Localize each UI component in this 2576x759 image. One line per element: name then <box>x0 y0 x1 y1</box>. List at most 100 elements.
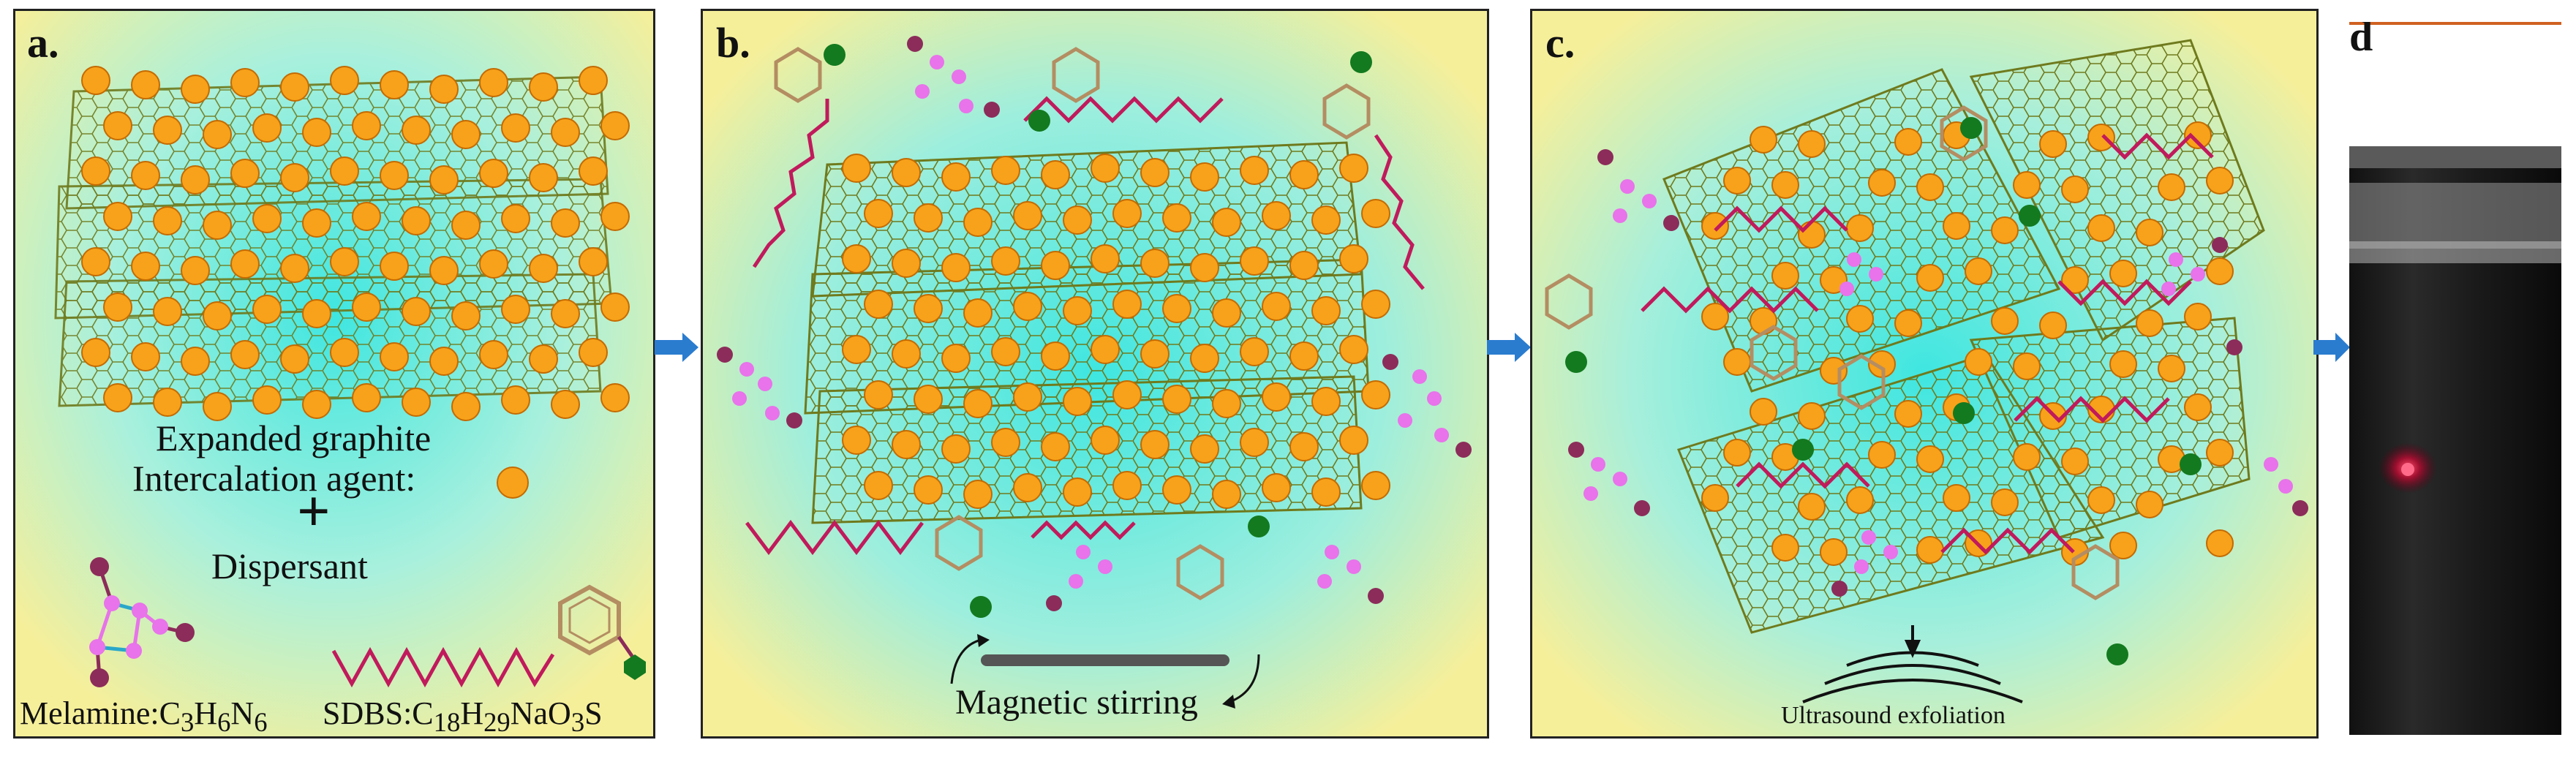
orange-dot <box>1894 400 1922 428</box>
orange-dot <box>280 72 309 102</box>
orange-dot <box>153 388 182 417</box>
orange-dot <box>1041 432 1070 461</box>
orange-dot <box>864 290 893 319</box>
orange-dot <box>2087 124 2115 151</box>
intercalation-dots <box>842 154 1390 509</box>
orange-dot <box>479 340 508 369</box>
orange-dot <box>330 338 359 367</box>
orange-dot <box>529 344 558 374</box>
orange-dot <box>529 254 558 283</box>
orange-dot <box>2184 393 2212 421</box>
orange-dot <box>330 156 359 186</box>
orange-dot <box>501 295 530 324</box>
panel-d: d <box>2349 22 2561 735</box>
orange-dot <box>892 249 921 278</box>
orange-dot <box>963 208 993 237</box>
orange-dot <box>1916 173 1944 201</box>
orange-dot <box>2109 260 2137 287</box>
orange-dot <box>1868 169 1896 197</box>
panel-b: b. Magnetic stirring <box>701 9 1489 739</box>
orange-dot <box>153 297 182 326</box>
orange-dot <box>302 118 331 147</box>
right-arrow-icon <box>655 333 698 362</box>
orange-dot <box>1162 475 1191 505</box>
benzene-rings <box>1545 105 2120 600</box>
panel-c-graphic <box>1532 11 2316 736</box>
panel-b-label: b. <box>716 19 750 67</box>
orange-dot <box>479 159 508 188</box>
orange-dot <box>1112 380 1142 409</box>
orange-dot <box>551 299 580 328</box>
orange-dot <box>1311 477 1341 507</box>
orange-dot <box>1701 212 1729 240</box>
panel-d-label: d <box>2349 22 2373 60</box>
orange-dot <box>131 70 160 99</box>
orange-dot <box>1190 434 1219 464</box>
orange-dot <box>280 163 309 192</box>
orange-dot <box>380 70 409 99</box>
orange-dot <box>963 389 993 418</box>
orange-dot <box>1916 445 1944 473</box>
orange-dot <box>1140 249 1170 278</box>
orange-dot <box>941 434 971 464</box>
orange-dot <box>252 385 282 415</box>
orange-dot <box>2184 121 2212 149</box>
orange-dot <box>352 111 381 140</box>
ultrasound-exfoliation-text: Ultrasound exfoliation <box>1781 702 2006 729</box>
orange-dot <box>1013 201 1042 230</box>
orange-dot <box>1240 246 1269 276</box>
orange-dot <box>1701 484 1729 512</box>
orange-dot <box>1846 305 1874 333</box>
orange-dot <box>914 203 943 233</box>
orange-dot <box>402 388 431 417</box>
orange-dot <box>1361 380 1390 409</box>
orange-dot <box>2087 214 2115 242</box>
orange-dot <box>181 347 210 376</box>
benzene-rings <box>774 47 1371 600</box>
orange-dot <box>1190 344 1219 373</box>
sdbs-prefix: SDBS: <box>323 695 413 731</box>
orange-dot <box>2206 167 2234 195</box>
orange-dot <box>131 161 160 190</box>
orange-dot <box>2158 355 2185 382</box>
stir-bar-icon <box>950 634 1260 709</box>
orange-dot <box>1262 473 1291 502</box>
orange-dot <box>991 246 1020 276</box>
orange-dot <box>1240 156 1269 185</box>
orange-dot <box>302 208 331 238</box>
orange-dot <box>1013 473 1042 502</box>
orange-dot <box>131 252 160 281</box>
sulfonate-groups <box>1565 117 2202 665</box>
orange-dot <box>2206 257 2234 285</box>
orange-dot <box>579 156 608 186</box>
orange-dot <box>1965 348 1992 376</box>
orange-dot <box>181 256 210 285</box>
orange-dot <box>600 111 630 140</box>
orange-dot <box>914 294 943 323</box>
orange-dot <box>600 292 630 322</box>
orange-dot <box>81 247 110 276</box>
orange-dot <box>402 297 431 326</box>
orange-dot <box>1361 199 1390 228</box>
orange-dot <box>153 206 182 235</box>
orange-dot <box>2039 130 2067 158</box>
panel-c: c. Ultrasound exfoliation <box>1530 9 2319 739</box>
orange-dot <box>1091 426 1120 455</box>
orange-dot <box>181 75 210 104</box>
orange-dot <box>1991 488 2019 516</box>
melamine-molecules <box>732 55 1449 589</box>
orange-dot <box>1361 471 1390 500</box>
orange-dot <box>941 253 971 282</box>
orange-dot <box>1750 126 1777 154</box>
sdbs-icon <box>331 584 646 688</box>
orange-dot <box>429 75 459 104</box>
orange-dot <box>1013 382 1042 412</box>
orange-dot <box>230 249 260 279</box>
orange-dot <box>352 202 381 231</box>
orange-dot <box>551 208 580 238</box>
orange-dot <box>1771 534 1799 562</box>
orange-dot <box>81 338 110 367</box>
orange-dot <box>941 344 971 373</box>
orange-dot <box>103 383 132 412</box>
orange-dot <box>1846 214 1874 242</box>
